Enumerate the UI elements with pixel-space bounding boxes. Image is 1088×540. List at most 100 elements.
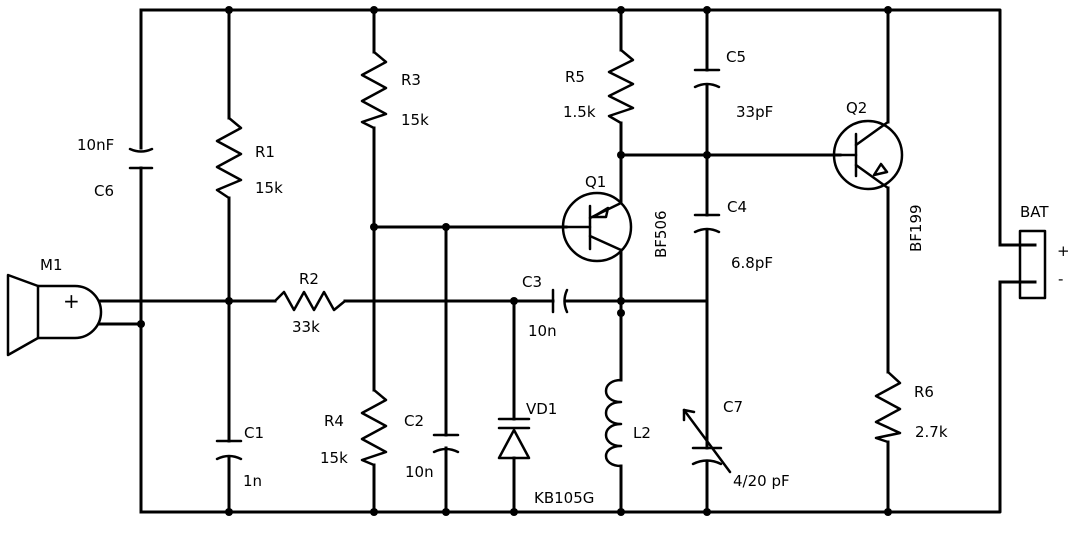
transistor-collector-lead-icon xyxy=(854,120,890,147)
junction-dot xyxy=(442,223,450,231)
junction-dot xyxy=(617,508,625,516)
inductor-coil-icon xyxy=(604,378,623,468)
battery-connector-bat: BAT + - xyxy=(998,203,1070,300)
junction-dot xyxy=(703,6,711,14)
capacitor-c3: C3 10n xyxy=(522,273,569,340)
transistor-q2: Q2 BF199 xyxy=(832,99,925,252)
junction-dot xyxy=(442,508,450,516)
varicap-vd1: VD1 KB105G xyxy=(497,400,594,507)
capacitor-c6: 10nF C6 xyxy=(77,136,154,200)
resistor-r6: R6 2.7k xyxy=(874,370,948,444)
resistor-r3: R3 15k xyxy=(360,50,429,130)
junction-dot xyxy=(510,297,518,305)
inductor-l2: L2 xyxy=(604,378,651,468)
q2-value-label: BF199 xyxy=(907,204,925,252)
r4-value-label: 15k xyxy=(320,449,348,467)
r6-value-label: 2.7k xyxy=(915,423,948,441)
c7-value-label: 4/20 pF xyxy=(733,472,790,490)
capacitor-c5: C5 33pF xyxy=(693,48,773,121)
capacitor-c2: C2 10n xyxy=(404,412,460,481)
r5-value-label: 1.5k xyxy=(563,103,596,121)
capacitor-plate-icon xyxy=(691,459,723,466)
junction-dot xyxy=(225,297,233,305)
capacitor-plate-icon xyxy=(693,227,721,234)
junction-dot xyxy=(510,508,518,516)
junction-dot xyxy=(370,6,378,14)
capacitor-plate-icon xyxy=(215,454,243,461)
resistor-r2: R2 33k xyxy=(273,270,347,336)
transistor-q1: Q1 BF506 xyxy=(561,173,670,263)
resistor-r4: R4 15k xyxy=(320,388,388,467)
emitter-arrow-icon xyxy=(591,206,610,219)
resistor-zigzag-icon xyxy=(360,50,388,130)
trimmer-arrowhead-icon xyxy=(682,408,696,422)
bat-plus-label: + xyxy=(1057,242,1070,260)
r4-ref-label: R4 xyxy=(324,412,344,430)
c4-value-label: 6.8pF xyxy=(731,254,773,272)
junctions xyxy=(137,6,892,516)
resistor-zigzag-icon xyxy=(360,388,388,467)
microphone-horn-icon xyxy=(6,273,40,357)
capacitor-plate-icon xyxy=(693,82,721,89)
c6-value-label: 10nF xyxy=(77,136,114,154)
resistor-r5: R5 1.5k xyxy=(563,48,635,125)
c3-value-label: 10n xyxy=(528,322,557,340)
transistor-emitter-lead-icon xyxy=(854,163,890,190)
q1-ref-label: Q1 xyxy=(585,173,606,191)
junction-dot xyxy=(225,508,233,516)
l2-ref-label: L2 xyxy=(633,424,651,442)
resistor-r1: R1 15k xyxy=(215,116,283,200)
junction-dot xyxy=(137,320,145,328)
r1-ref-label: R1 xyxy=(255,143,275,161)
diode-triangle-icon xyxy=(497,428,531,460)
vd1-ref-label: VD1 xyxy=(526,400,557,418)
r3-ref-label: R3 xyxy=(401,71,421,89)
trimmer-arrow-icon xyxy=(682,408,732,474)
resistor-zigzag-icon xyxy=(273,290,347,312)
m1-polarity-label: + xyxy=(63,289,80,313)
top-rail-wire xyxy=(139,8,1002,247)
junction-dot xyxy=(225,6,233,14)
microphone-m1: M1 + xyxy=(6,256,103,357)
junction-dot xyxy=(370,508,378,516)
c2-ref-label: C2 xyxy=(404,412,424,430)
m1-ref-label: M1 xyxy=(40,256,63,274)
c3-ref-label: C3 xyxy=(522,273,542,291)
transistor-envelope-icon xyxy=(832,119,904,191)
junction-dot xyxy=(703,151,711,159)
c2-value-label: 10n xyxy=(405,463,434,481)
r2-ref-label: R2 xyxy=(299,270,319,288)
c5-value-label: 33pF xyxy=(736,103,773,121)
junction-dot xyxy=(617,6,625,14)
junction-dot xyxy=(617,151,625,159)
varicap-plate-icon xyxy=(497,417,531,430)
bottom-rail-wire xyxy=(139,280,1002,514)
capacitor-plate-icon xyxy=(128,147,154,153)
junction-dot xyxy=(617,309,625,317)
c1-ref-label: C1 xyxy=(244,424,264,442)
r6-ref-label: R6 xyxy=(914,383,934,401)
resistor-zigzag-icon xyxy=(215,116,243,200)
q1-value-label: BF506 xyxy=(652,210,670,258)
junction-dot xyxy=(884,508,892,516)
bat-ref-label: BAT xyxy=(1020,203,1049,221)
microphone-body-icon xyxy=(36,284,103,340)
c6-ref-label: C6 xyxy=(94,182,114,200)
emitter-arrow-icon xyxy=(872,162,889,177)
connector-pin-icon xyxy=(998,243,1037,284)
junction-dot xyxy=(617,297,625,305)
c4-ref-label: C4 xyxy=(727,198,747,216)
r3-value-label: 15k xyxy=(401,111,429,129)
trimmer-capacitor-c7: C7 4/20 pF xyxy=(682,398,790,490)
q2-ref-label: Q2 xyxy=(846,99,867,117)
r5-ref-label: R5 xyxy=(565,68,585,86)
junction-dot xyxy=(703,508,711,516)
c1-value-label: 1n xyxy=(243,472,262,490)
transistor-envelope-icon xyxy=(561,191,633,263)
junction-dot xyxy=(370,223,378,231)
r2-value-label: 33k xyxy=(292,318,320,336)
capacitor-plate-icon xyxy=(563,288,569,314)
transistor-collector-lead-icon xyxy=(588,234,623,252)
resistor-zigzag-icon xyxy=(874,370,902,444)
